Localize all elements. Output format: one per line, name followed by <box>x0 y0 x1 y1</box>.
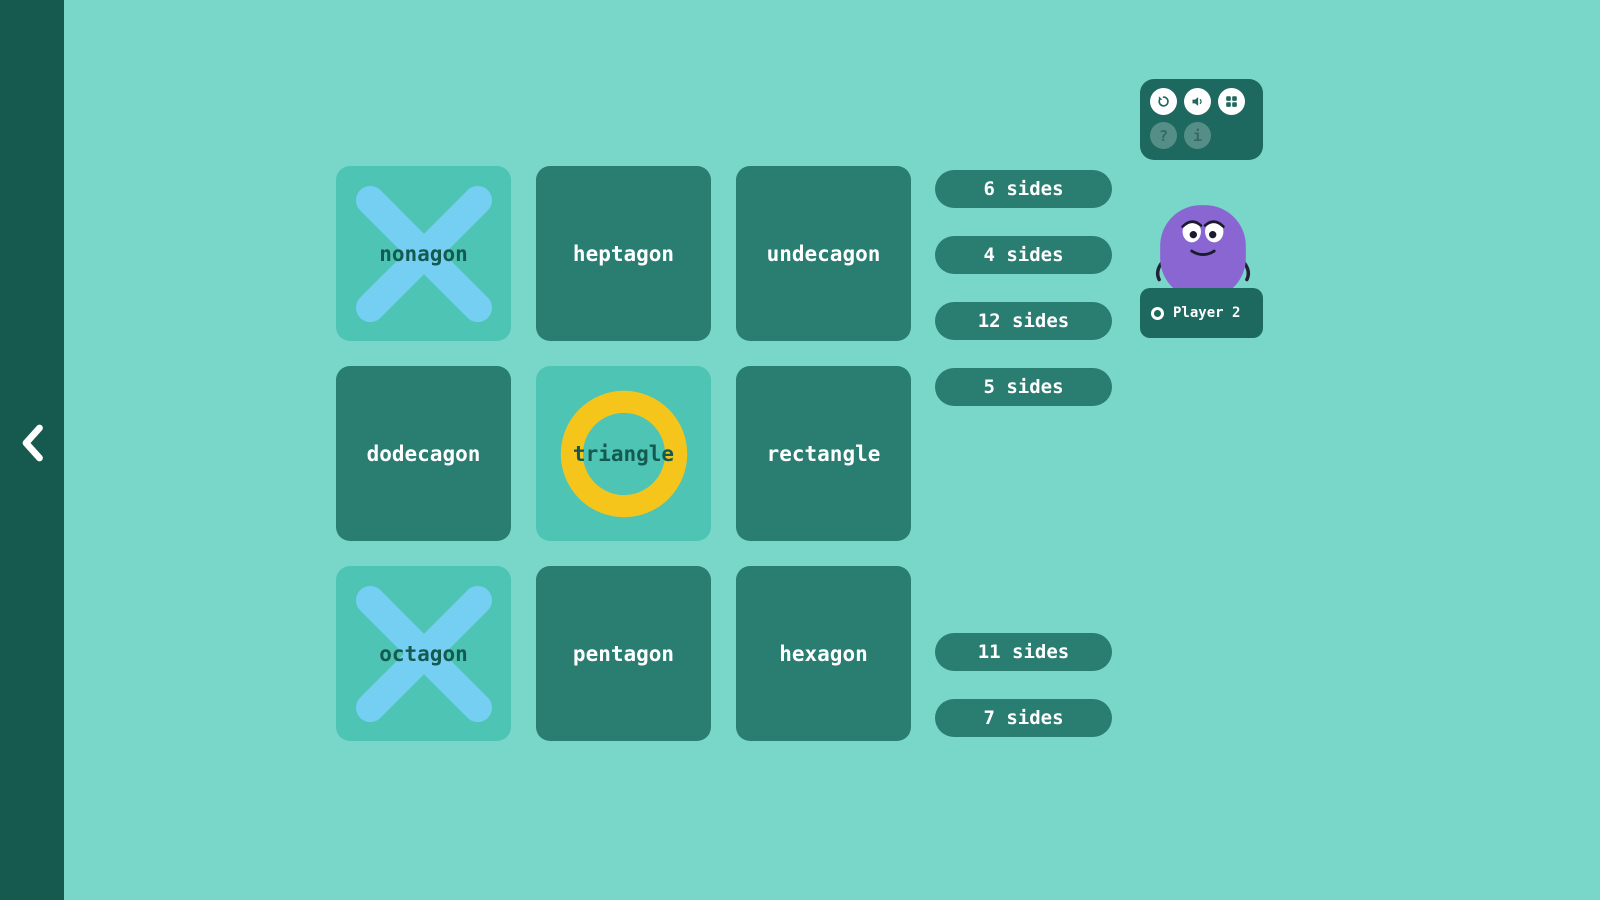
x-mark-icon <box>355 185 492 322</box>
answer-7-sides[interactable]: 7 sides <box>935 699 1112 737</box>
cell-label: undecagon <box>766 241 881 266</box>
cell-label: hexagon <box>779 641 868 666</box>
answer-5-sides[interactable]: 5 sides <box>935 368 1112 406</box>
cell-label: pentagon <box>572 641 675 666</box>
toolbar-row-top <box>1150 88 1253 115</box>
chevron-left-icon <box>22 424 43 462</box>
board-cell-heptagon[interactable]: heptagon <box>536 166 711 341</box>
board-cell-rectangle[interactable]: rectangle <box>736 366 911 541</box>
cell-label: octagon <box>379 641 468 666</box>
undo-button[interactable] <box>1150 88 1177 115</box>
x-mark-icon <box>355 585 492 722</box>
cell-label: rectangle <box>766 441 881 466</box>
back-button[interactable] <box>10 414 54 472</box>
player-mark-o-icon <box>1151 306 1164 320</box>
o-mark-icon <box>560 390 687 517</box>
help-button[interactable]: ? <box>1150 122 1177 149</box>
answer-11-sides[interactable]: 11 sides <box>935 633 1112 671</box>
board-cell-hexagon[interactable]: hexagon <box>736 566 911 741</box>
answer-options-top: 6 sides 4 sides 12 sides 5 sides <box>935 170 1112 434</box>
board-cell-pentagon[interactable]: pentagon <box>536 566 711 741</box>
info-button[interactable]: i <box>1184 122 1211 149</box>
toolbar-panel: ? i <box>1140 79 1263 160</box>
cell-label: triangle <box>572 441 675 466</box>
undo-icon <box>1158 96 1169 107</box>
menu-button[interactable] <box>1218 88 1245 115</box>
help-icon: ? <box>1158 126 1169 145</box>
board-cell-triangle[interactable]: triangle <box>536 366 711 541</box>
board-cell-dodecagon[interactable]: dodecagon <box>336 366 511 541</box>
sound-button[interactable] <box>1184 88 1211 115</box>
board-cell-undecagon[interactable]: undecagon <box>736 166 911 341</box>
player-mascot <box>1155 205 1251 299</box>
answer-options-bottom: 11 sides 7 sides <box>935 633 1112 765</box>
sound-icon <box>1192 97 1202 106</box>
player-name-label: Player 2 <box>1173 305 1241 321</box>
cell-label: heptagon <box>572 241 675 266</box>
cell-label: dodecagon <box>366 441 481 466</box>
menu-grid-icon <box>1226 96 1237 107</box>
answer-6-sides[interactable]: 6 sides <box>935 170 1112 208</box>
answer-4-sides[interactable]: 4 sides <box>935 236 1112 274</box>
answer-12-sides[interactable]: 12 sides <box>935 302 1112 340</box>
cell-label: nonagon <box>379 241 468 266</box>
player-turn-badge: Player 2 <box>1140 288 1263 338</box>
info-icon: i <box>1192 126 1203 145</box>
game-board: nonagon heptagon undecagon dodecagon tri… <box>336 166 911 741</box>
board-cell-octagon[interactable]: octagon <box>336 566 511 741</box>
board-cell-nonagon[interactable]: nonagon <box>336 166 511 341</box>
sidebar <box>0 0 64 900</box>
toolbar-row-bottom: ? i <box>1150 122 1253 149</box>
